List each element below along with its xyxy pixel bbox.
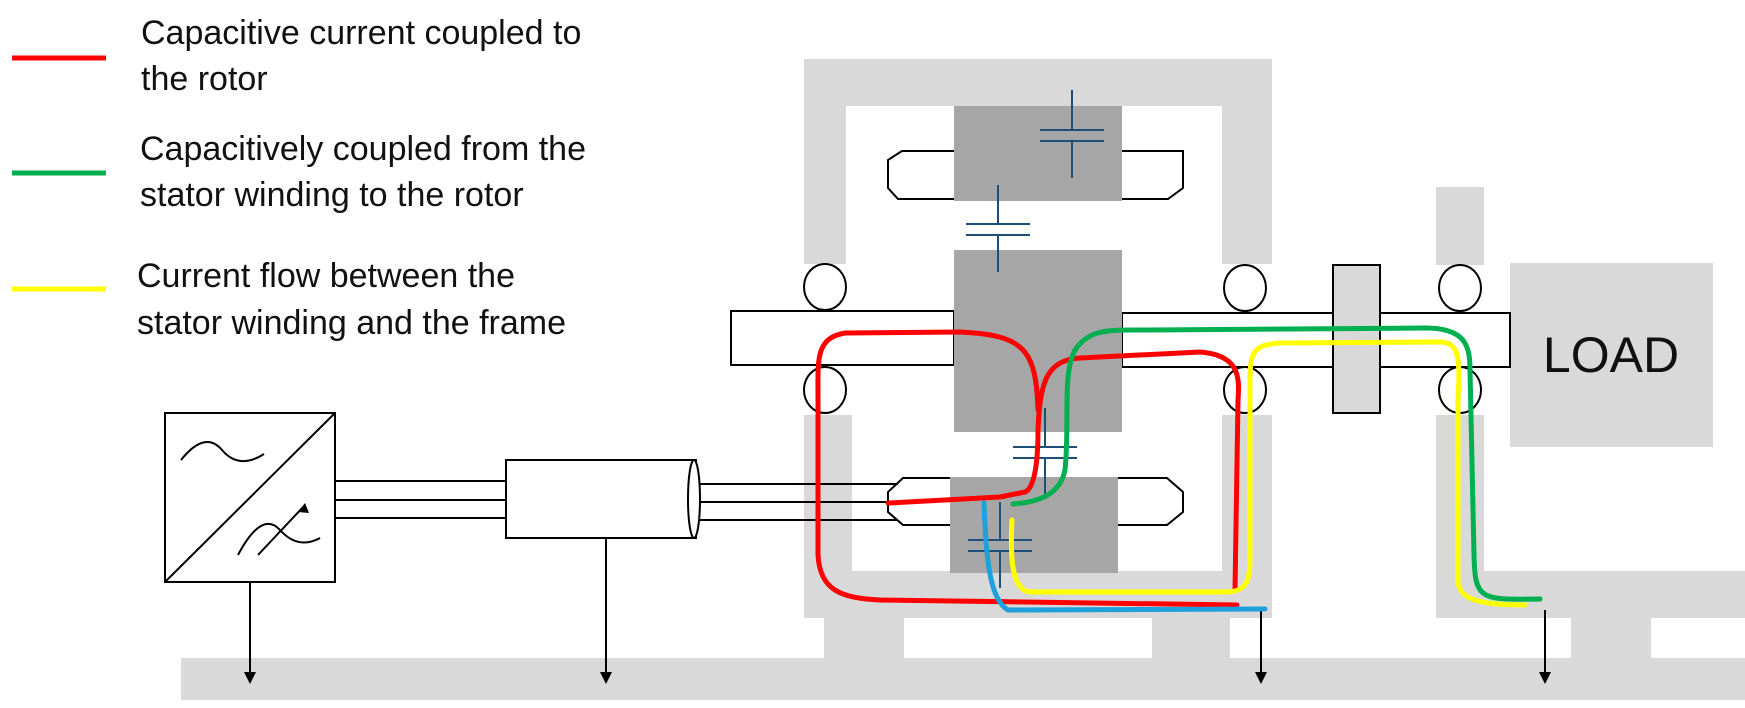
load-box	[1510, 263, 1713, 447]
inverter	[164, 412, 336, 583]
shaft-right	[1121, 312, 1346, 368]
capacitor-stator-rotor-icon	[966, 185, 1030, 272]
current-path-red-winding	[885, 349, 1241, 593]
legend-yellow-line2: stator winding and the frame	[137, 304, 566, 342]
legend-green-line2: stator winding to the rotor	[140, 176, 524, 214]
legend-red-line2: the rotor	[141, 60, 268, 98]
bearing-right-bottom	[1223, 366, 1267, 414]
cable-cylinder	[505, 459, 701, 539]
current-path-yellow	[1008, 339, 1528, 608]
stator-core-bottom	[950, 477, 1118, 573]
current-path-green	[1010, 325, 1543, 602]
cables	[335, 480, 898, 521]
legend-yellow-line1: Current flow between the	[137, 257, 515, 295]
capacitor-stator-winding-top-icon	[1040, 90, 1104, 178]
bearing-left-bottom	[803, 366, 847, 414]
current-path-red-loop	[815, 329, 1240, 608]
shaft-left	[730, 310, 955, 366]
shaft-coupling	[1332, 264, 1381, 414]
stator-core-top	[954, 106, 1122, 201]
ground-bar	[181, 658, 1745, 700]
ac-wave-icon	[180, 441, 265, 462]
arrow-icon	[298, 503, 309, 513]
capacitor-winding-frame-icon	[968, 502, 1032, 588]
legend: Capacitive current coupled to the rotor …	[12, 14, 586, 342]
bearing-load-top	[1438, 264, 1482, 312]
bearing-right-top	[1223, 264, 1267, 312]
legend-red-line1: Capacitive current coupled to	[141, 14, 581, 52]
ground-arrows	[244, 538, 1551, 684]
legend-green-line1: Capacitively coupled from the	[140, 130, 586, 168]
bearing-left-top	[803, 263, 847, 311]
load-label: LOAD	[1543, 327, 1679, 383]
ac-output-wave-icon	[237, 522, 321, 556]
current-path-blue	[981, 500, 1268, 613]
